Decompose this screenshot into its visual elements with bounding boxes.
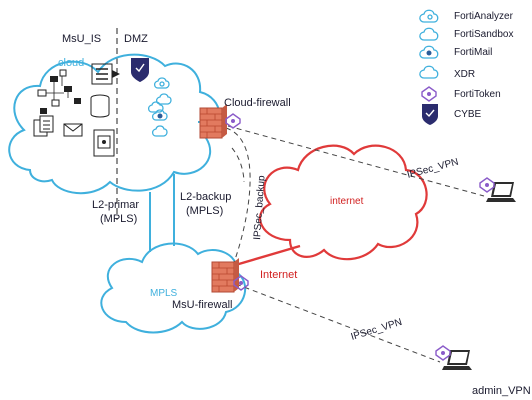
ipsec-backup-label: IPSec_backup: [252, 175, 268, 241]
legend-label-cybe: CYBE: [454, 109, 482, 120]
fortitoken-icon: [421, 86, 437, 102]
ipsec-vpn-bottom-link: [235, 283, 441, 363]
mpls-cloud: [100, 242, 246, 334]
dmz-shield-icon: [131, 58, 149, 82]
zone-label-msu-is: MsU_IS: [62, 33, 101, 45]
admin-vpn-label: admin_VPN: [472, 385, 531, 397]
cloud-firewall-icon[interactable]: [199, 103, 228, 139]
documents-icon: [33, 115, 54, 137]
ipsec-backup-link: [225, 127, 251, 269]
fortianalyzer-icon: [419, 9, 439, 23]
l2-primary-label-1: L2-primar: [92, 199, 139, 211]
legend-label-fortianalyzer: FortiAnalyzer: [454, 11, 514, 22]
database-icon: [90, 94, 110, 118]
ipsec-vpn-top-label: IPSec_VPN: [406, 157, 460, 181]
internet-link: [231, 244, 301, 268]
dmz-service-icons: [147, 77, 172, 137]
laptop-token-top: [479, 177, 495, 193]
xdr-icon: [419, 65, 439, 79]
cloud-label: cloud: [58, 57, 84, 69]
ipsec-vpn-bottom-label: IPSec_VPN: [350, 317, 404, 343]
legend-label-xdr: XDR: [454, 69, 475, 80]
l2-primary-label-2: (MPLS): [100, 213, 137, 225]
msu-firewall-label: MsU-firewall: [172, 299, 233, 311]
l2-backup-label-1: L2-backup: [180, 191, 231, 203]
internet-cloud: [258, 144, 428, 261]
cloud-firewall-label: Cloud-firewall: [224, 97, 291, 109]
mail-icon: [63, 123, 83, 137]
cybe-shield-icon: [422, 104, 438, 125]
legend-label-fortitoken: FortiToken: [454, 89, 501, 100]
fortimail-icon: [419, 45, 439, 59]
l2-backup-label-2: (MPLS): [186, 205, 223, 217]
main-cloud: [8, 53, 221, 195]
internet-cloud-label: internet: [330, 196, 364, 207]
legend-icons: [419, 9, 439, 125]
internet-link-label: Internet: [260, 269, 297, 281]
server-box-icon: [93, 129, 115, 157]
list-icon: [91, 63, 120, 85]
sitemap-icon: [37, 69, 81, 114]
laptop-token-admin: [435, 345, 451, 361]
msu-firewall-icon[interactable]: [211, 257, 240, 293]
laptop-icon-admin[interactable]: [442, 350, 472, 370]
fortisandbox-icon: [419, 27, 439, 41]
legend-label-fortisandbox: FortiSandbox: [454, 29, 513, 40]
laptop-icon-top[interactable]: [486, 182, 516, 202]
mpls-label: MPLS: [150, 288, 178, 299]
legend-label-fortimail: FortiMail: [454, 47, 492, 58]
zone-label-dmz: DMZ: [124, 33, 148, 45]
server-icons: [33, 63, 120, 157]
